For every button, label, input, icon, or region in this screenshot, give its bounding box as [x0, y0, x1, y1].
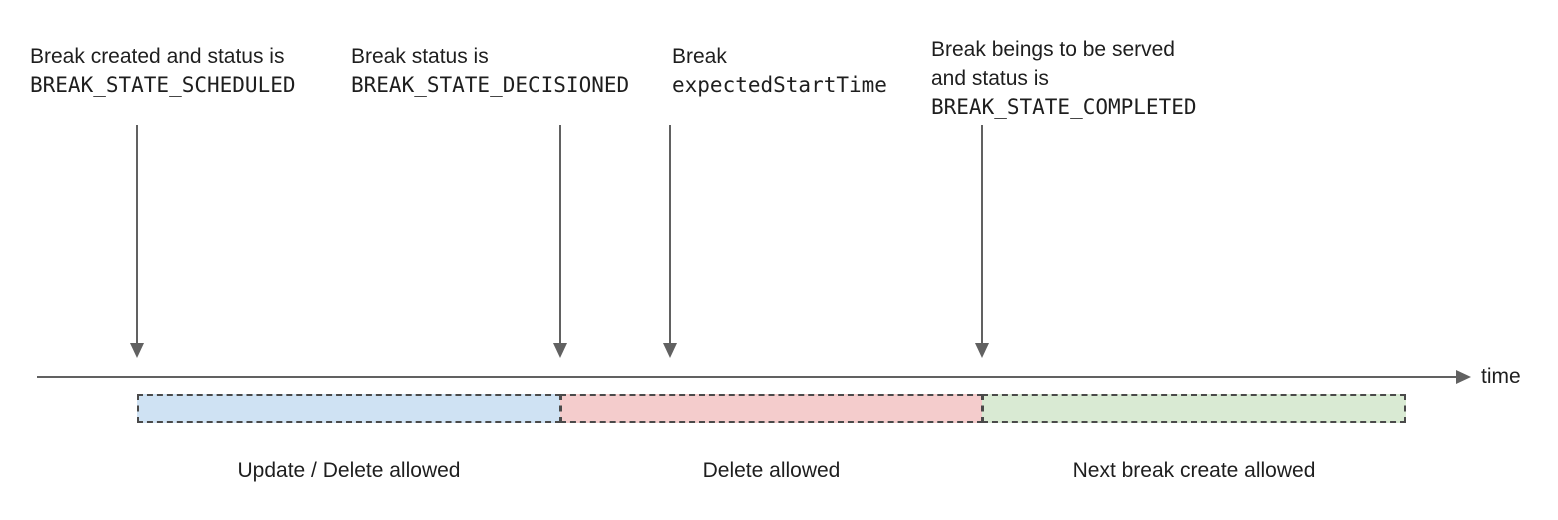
annotation-text: and status is: [931, 67, 1049, 90]
arrow-decisioned: [559, 125, 561, 344]
annotation-code-break-state-scheduled: BREAK_STATE_SCHEDULED: [30, 73, 296, 97]
arrow-expected-start: [669, 125, 671, 344]
arrow-completed: [981, 125, 983, 344]
time-axis-arrowhead-icon: [1456, 370, 1471, 384]
segment-label-next-break-create-allowed: Next break create allowed: [1072, 459, 1316, 482]
segment-next-break-create-allowed: [982, 394, 1406, 423]
annotation-code-break-state-decisioned: BREAK_STATE_DECISIONED: [351, 73, 630, 97]
segment-label-update-delete-allowed: Update / Delete allowed: [237, 459, 461, 482]
annotation-text: Break status is: [351, 45, 489, 68]
annotation-break-completed: Break beings to be served and status is …: [931, 35, 1197, 122]
segment-update-delete-allowed: [137, 394, 561, 423]
time-axis-label: time: [1481, 365, 1521, 388]
segment-delete-allowed: [560, 394, 983, 423]
annotation-break-decisioned: Break status is BREAK_STATE_DECISIONED: [351, 42, 629, 100]
annotation-break-created: Break created and status is BREAK_STATE_…: [30, 42, 296, 100]
segment-label-delete-allowed: Delete allowed: [702, 459, 841, 482]
arrow-expected-start-head-icon: [663, 343, 677, 358]
annotation-text: Break created and status is: [30, 45, 285, 68]
arrow-completed-head-icon: [975, 343, 989, 358]
arrow-scheduled: [136, 125, 138, 344]
arrow-scheduled-head-icon: [130, 343, 144, 358]
annotation-code-break-state-completed: BREAK_STATE_COMPLETED: [931, 95, 1197, 119]
arrow-decisioned-head-icon: [553, 343, 567, 358]
annotation-text: Break beings to be served: [931, 38, 1175, 61]
annotation-expected-start-time: Break expectedStartTime: [672, 42, 887, 100]
annotation-text: Break: [672, 45, 727, 68]
time-axis: [37, 376, 1456, 378]
annotation-code-expected-start-time: expectedStartTime: [672, 73, 887, 97]
